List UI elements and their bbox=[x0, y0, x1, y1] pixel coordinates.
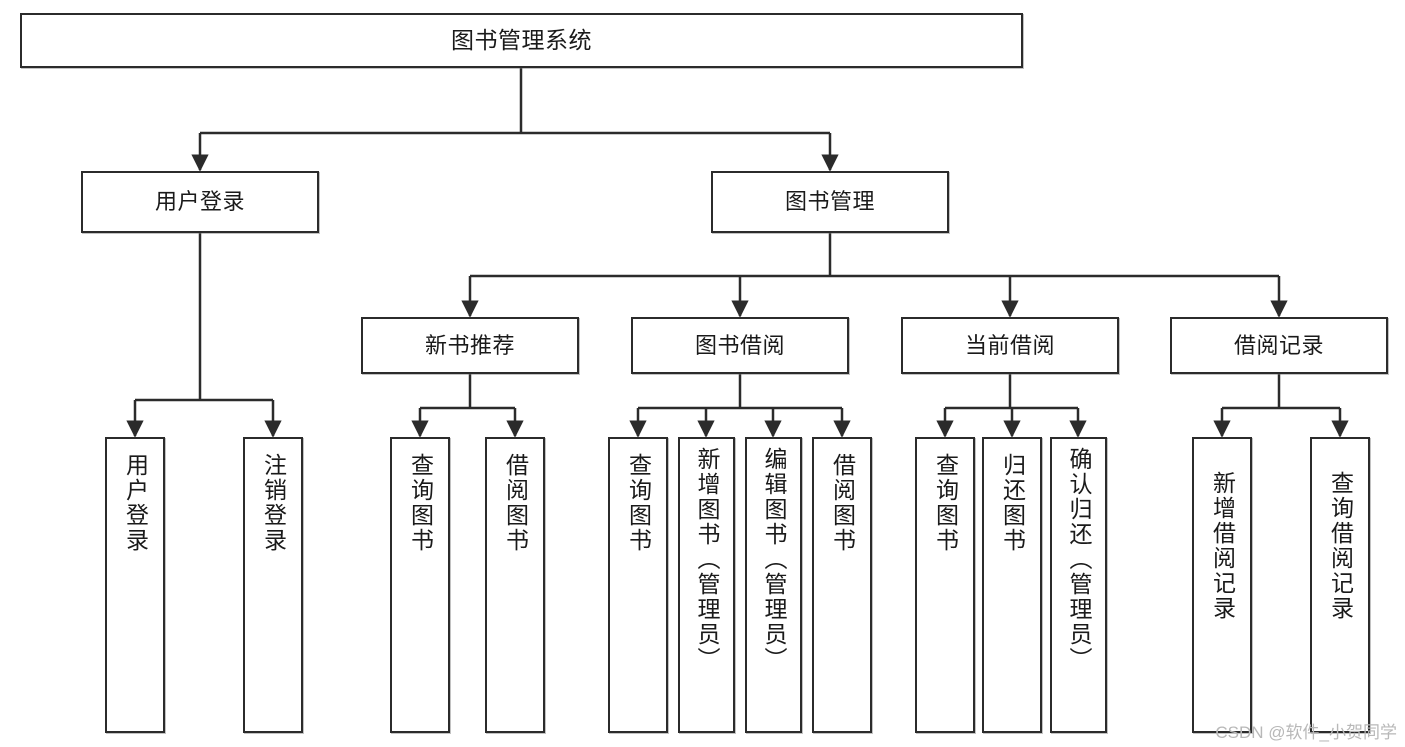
node-label: 借阅图书 bbox=[829, 453, 856, 553]
node-label: 图书借阅 bbox=[694, 332, 785, 358]
node-leaf-query-borrow-record[interactable]: 查询借阅记录 bbox=[1310, 437, 1370, 733]
node-root[interactable]: 图书管理系统 bbox=[20, 13, 1023, 68]
node-leaf-query-book-2[interactable]: 查询图书 bbox=[608, 437, 668, 733]
node-leaf-query-book-3[interactable]: 查询图书 bbox=[915, 437, 975, 733]
node-leaf-add-borrow-record[interactable]: 新增借阅记录 bbox=[1192, 437, 1252, 733]
node-label: 借阅图书 bbox=[502, 453, 529, 553]
node-leaf-user-login[interactable]: 用户登录 bbox=[105, 437, 165, 733]
node-label: 注销登录 bbox=[260, 453, 287, 553]
node-label: 编辑图书（管理员） bbox=[761, 447, 787, 672]
node-label: 新书推荐 bbox=[424, 332, 515, 358]
node-label: 图书管理系统 bbox=[451, 26, 592, 53]
node-label: 用户登录 bbox=[154, 189, 245, 215]
node-leaf-borrow-book-1[interactable]: 借阅图书 bbox=[485, 437, 545, 733]
node-leaf-edit-book-admin[interactable]: 编辑图书（管理员） bbox=[745, 437, 802, 733]
node-label: 图书管理 bbox=[784, 189, 875, 215]
node-label: 确认归还（管理员） bbox=[1066, 447, 1092, 672]
node-current-borrow[interactable]: 当前借阅 bbox=[901, 317, 1119, 374]
node-label: 用户登录 bbox=[122, 453, 149, 553]
node-label: 新增图书（管理员） bbox=[694, 447, 720, 672]
node-label: 查询借阅记录 bbox=[1327, 471, 1354, 621]
node-label: 查询图书 bbox=[407, 453, 434, 553]
node-leaf-return-book[interactable]: 归还图书 bbox=[982, 437, 1042, 733]
node-new-book-recommend[interactable]: 新书推荐 bbox=[361, 317, 579, 374]
node-leaf-add-book-admin[interactable]: 新增图书（管理员） bbox=[678, 437, 735, 733]
node-user-login[interactable]: 用户登录 bbox=[81, 171, 319, 233]
node-book-borrow[interactable]: 图书借阅 bbox=[631, 317, 849, 374]
node-leaf-confirm-return-admin[interactable]: 确认归还（管理员） bbox=[1050, 437, 1107, 733]
node-borrow-record[interactable]: 借阅记录 bbox=[1170, 317, 1388, 374]
node-label: 当前借阅 bbox=[964, 332, 1055, 358]
node-leaf-query-book-1[interactable]: 查询图书 bbox=[390, 437, 450, 733]
node-label: 新增借阅记录 bbox=[1209, 471, 1236, 621]
node-leaf-logout[interactable]: 注销登录 bbox=[243, 437, 303, 733]
node-label: 查询图书 bbox=[932, 453, 959, 553]
watermark: CSDN @软件_小贺同学 bbox=[1215, 723, 1397, 742]
node-leaf-borrow-book-2[interactable]: 借阅图书 bbox=[812, 437, 872, 733]
node-label: 查询图书 bbox=[625, 453, 652, 553]
node-label: 借阅记录 bbox=[1233, 332, 1324, 358]
node-book-management[interactable]: 图书管理 bbox=[711, 171, 949, 233]
node-label: 归还图书 bbox=[999, 453, 1026, 553]
